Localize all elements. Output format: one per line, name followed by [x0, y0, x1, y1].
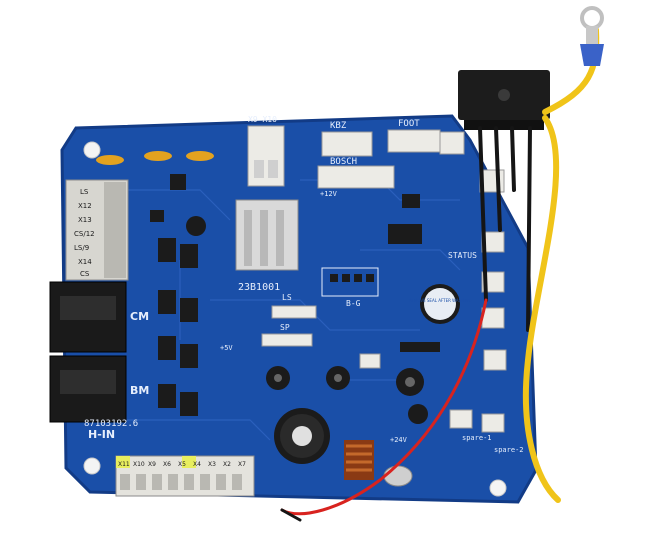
ring-terminal — [580, 6, 604, 66]
bottom-pin-2: X10 — [133, 461, 145, 468]
label-bm: BM — [130, 384, 149, 397]
bottom-pin-9: X7 — [238, 461, 246, 468]
right-connectors — [449, 169, 507, 433]
label-spare-2: spare-2 — [494, 446, 524, 454]
label-plus-24v: +24V — [390, 436, 408, 444]
left-terminal-block: LS X12 X13 CS/12 LS/9 X14 CS — [65, 179, 129, 281]
label-status: STATUS — [448, 251, 477, 260]
terminal-label-7: CS — [80, 270, 90, 278]
terminal-label-5: LS/9 — [74, 244, 89, 252]
bottom-pin-4: X6 — [163, 461, 171, 468]
transistors — [158, 174, 198, 416]
terminal-label-4: CS/12 — [74, 230, 95, 238]
label-plus-5v: +5V — [220, 344, 233, 352]
bottom-pin-6: X4 — [193, 461, 201, 468]
label-foot: FOOT — [398, 119, 420, 129]
headers — [261, 305, 440, 369]
terminal-label-2: X12 — [78, 202, 92, 210]
bottom-pin-5: X5 — [178, 461, 186, 468]
buzzer: REMOVE SEAL AFTER WASHING — [409, 284, 472, 324]
terminal-label-1: LS — [80, 188, 89, 196]
top-connectors — [247, 125, 465, 189]
label-bosch: BOSCH — [330, 157, 357, 167]
terminal-label-6: X14 — [78, 258, 92, 266]
label-date-code: 87103192.6 — [84, 419, 138, 429]
label-board-code: B-G — [346, 299, 361, 308]
bottom-pin-1: X11 — [118, 461, 130, 468]
ic-chips — [150, 194, 422, 244]
label-ls: LS — [282, 293, 292, 302]
jumper-block — [321, 267, 379, 297]
bottom-pin-3: X9 — [148, 461, 156, 468]
bridge-rectifier — [458, 70, 550, 130]
ceramic-caps — [96, 151, 214, 165]
label-spare-1: spare-1 — [462, 434, 492, 442]
label-x9-x10: X9 X10 — [248, 115, 277, 124]
inductor-coil — [344, 440, 374, 480]
heatsink — [235, 199, 299, 271]
relay-connectors — [49, 281, 127, 423]
capacitors — [186, 216, 428, 487]
label-kbz: KBZ — [330, 121, 347, 131]
bottom-pin-8: X2 — [223, 461, 231, 468]
label-part-number: 23B1001 — [238, 282, 280, 293]
label-plus-12v: +12V — [320, 190, 338, 198]
label-h-in: H-IN — [88, 428, 115, 441]
terminal-label-3: X13 — [78, 216, 92, 224]
label-cm: CM — [130, 310, 149, 323]
buzzer-seal-text: REMOVE SEAL AFTER WASHING — [409, 298, 472, 303]
bottom-terminal-strip: X11 X10 X9 X6 X5 X4 X3 X2 X7 — [115, 455, 255, 497]
bottom-pin-7: X3 — [208, 461, 216, 468]
label-sp: SP — [280, 323, 290, 332]
